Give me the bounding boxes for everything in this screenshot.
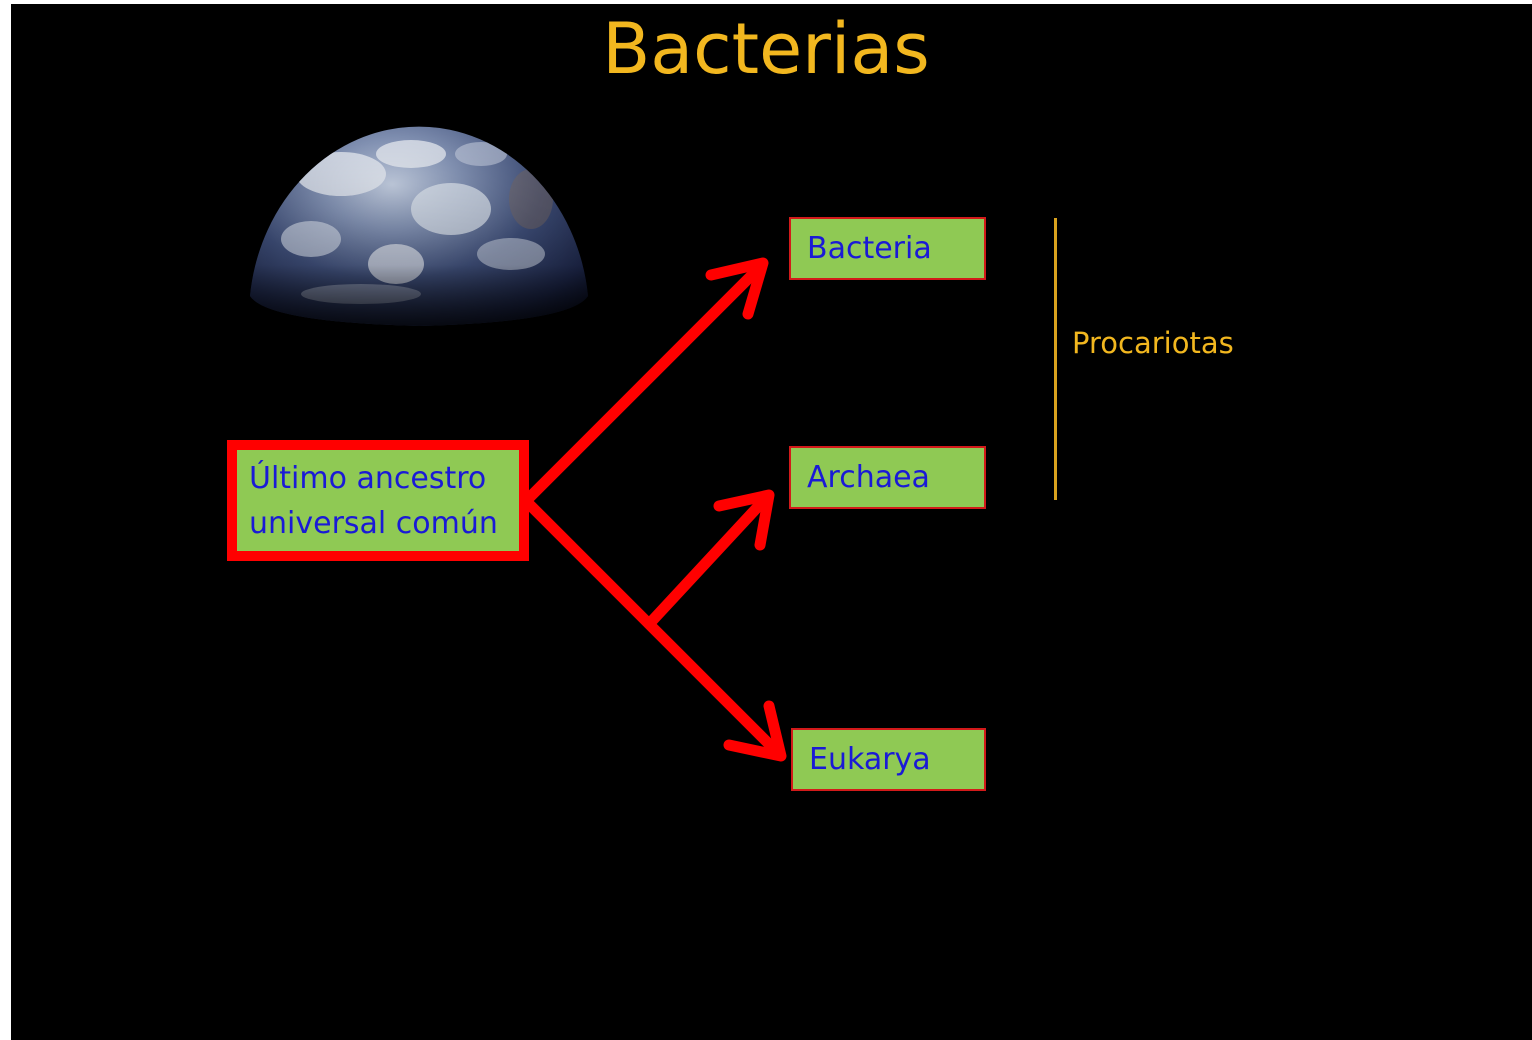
arrow-to-bacteria bbox=[529, 266, 761, 498]
slide-canvas: Bacterias bbox=[11, 4, 1532, 1040]
arrow-to-archaea bbox=[651, 498, 766, 622]
node-archaea: Archaea bbox=[789, 446, 986, 509]
node-bacteria: Bacteria bbox=[789, 217, 986, 280]
node-bacteria-label: Bacteria bbox=[807, 231, 932, 266]
procariotas-bracket bbox=[1054, 218, 1057, 500]
arrow-to-eukarya bbox=[529, 504, 779, 754]
node-eukarya-label: Eukarya bbox=[809, 742, 931, 777]
root-node-last-universal-common-ancestor: Último ancestro universal común bbox=[227, 440, 529, 561]
node-archaea-label: Archaea bbox=[807, 460, 930, 495]
root-node-line-2: universal común bbox=[249, 501, 519, 546]
procariotas-label: Procariotas bbox=[1072, 326, 1234, 360]
root-node-line-1: Último ancestro bbox=[249, 456, 519, 501]
node-eukarya: Eukarya bbox=[791, 728, 986, 791]
